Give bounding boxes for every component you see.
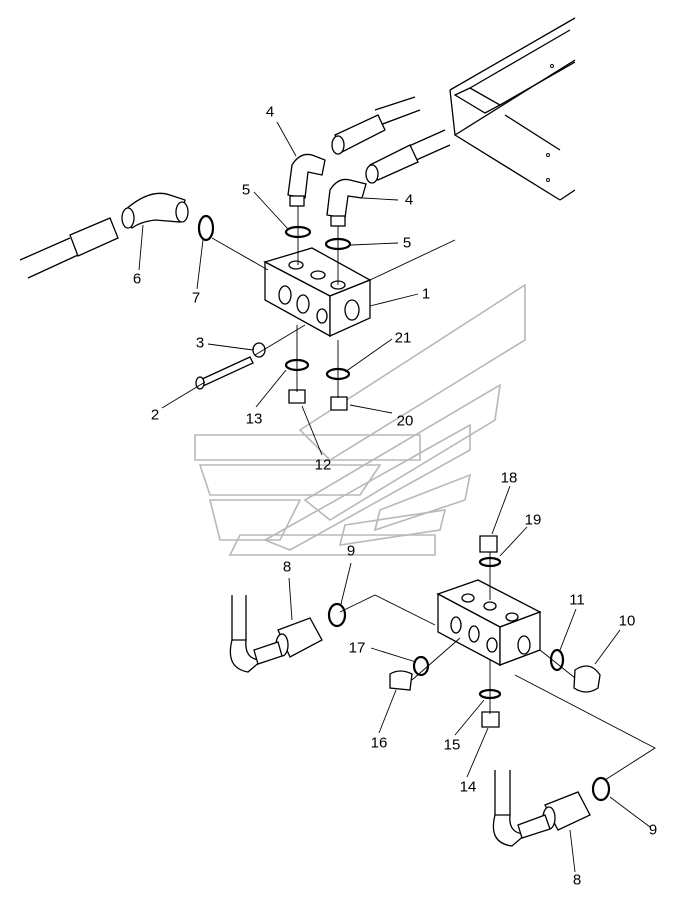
o-ring-11 bbox=[549, 648, 565, 672]
callout-19: 19 bbox=[525, 512, 542, 529]
callout-17: 17 bbox=[349, 640, 366, 657]
callout-20: 20 bbox=[397, 413, 414, 430]
callout-6: 6 bbox=[133, 271, 141, 288]
callout-8-left: 8 bbox=[283, 559, 291, 576]
callout-10: 10 bbox=[619, 613, 636, 630]
adapter-8-right-assembly bbox=[492, 770, 591, 847]
elbow-fitting-4-left bbox=[287, 153, 326, 207]
callout-3: 3 bbox=[196, 335, 204, 352]
elbow-fitting-4-right bbox=[326, 178, 367, 227]
bolt-2 bbox=[195, 356, 254, 390]
callout-16: 16 bbox=[371, 735, 388, 752]
assembly-lines-upper bbox=[211, 206, 456, 398]
leader-lines bbox=[138, 121, 651, 873]
adapter-8-left-assembly bbox=[229, 595, 323, 673]
plug-18 bbox=[479, 535, 498, 553]
o-ring-7 bbox=[197, 214, 215, 242]
callout-4-right: 4 bbox=[405, 192, 413, 209]
plug-20 bbox=[330, 396, 348, 411]
callout-4-upper: 4 bbox=[266, 104, 274, 121]
callout-7: 7 bbox=[192, 290, 200, 307]
callout-21: 21 bbox=[395, 330, 412, 347]
callout-13: 13 bbox=[246, 411, 263, 428]
manifold-block-lower bbox=[436, 579, 542, 667]
machine-frame bbox=[449, 17, 576, 201]
callout-1: 1 bbox=[422, 286, 430, 303]
o-ring-9-left bbox=[327, 602, 347, 628]
plug-12 bbox=[288, 389, 306, 404]
plug-14 bbox=[481, 711, 500, 728]
callout-labels: 1 2 3 4 4 5 5 6 7 8 8 9 9 10 11 12 13 14… bbox=[133, 104, 657, 889]
callout-8-right: 8 bbox=[573, 872, 581, 889]
callout-18: 18 bbox=[501, 470, 518, 487]
callout-9-left: 9 bbox=[347, 543, 355, 560]
callout-5-right: 5 bbox=[403, 235, 411, 252]
callout-5-left: 5 bbox=[242, 182, 250, 199]
callout-2: 2 bbox=[151, 407, 159, 424]
manifold-block-1 bbox=[263, 247, 372, 338]
plug-10 bbox=[573, 665, 601, 693]
callout-11: 11 bbox=[569, 592, 585, 609]
o-ring-9-right bbox=[591, 776, 611, 802]
callout-15: 15 bbox=[444, 737, 461, 754]
callout-14: 14 bbox=[460, 779, 477, 796]
upper-hoses bbox=[331, 96, 451, 184]
watermark-logo bbox=[194, 283, 526, 556]
plug-16 bbox=[389, 670, 413, 691]
left-hose-assembly bbox=[19, 192, 189, 279]
assembly-lines-lower bbox=[339, 552, 656, 781]
callout-9-right: 9 bbox=[649, 822, 657, 839]
callout-12: 12 bbox=[315, 457, 332, 474]
